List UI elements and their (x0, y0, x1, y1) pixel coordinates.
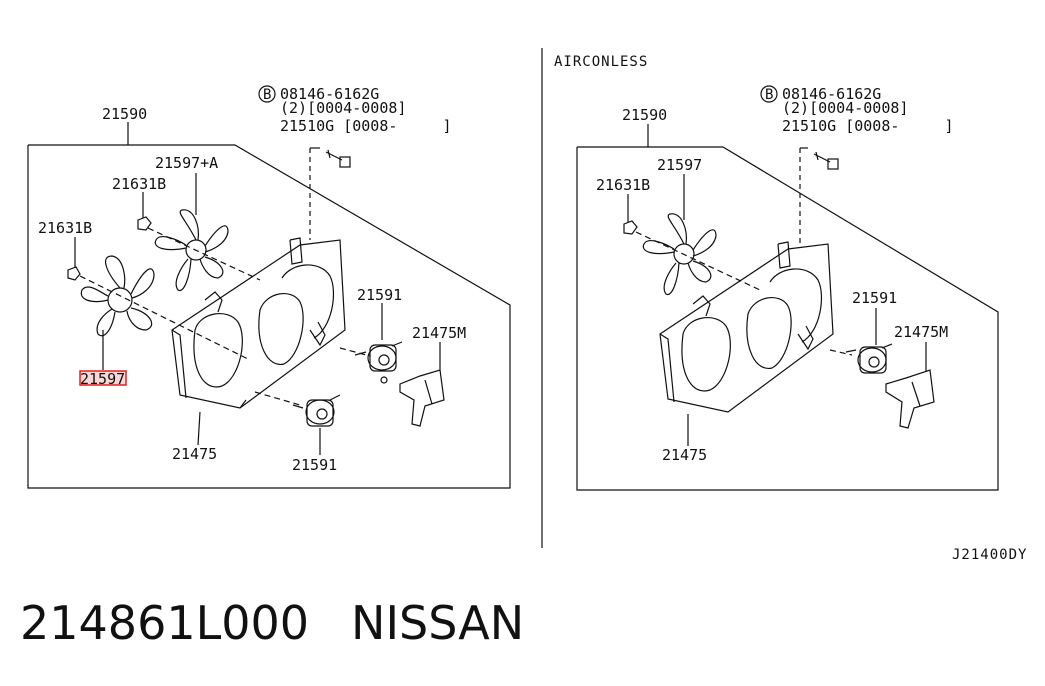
right-frame (576, 146, 999, 491)
left-frame (27, 144, 511, 489)
bolt-symbol-letter: B (263, 87, 272, 103)
label-fan-plus: 21597+A (155, 154, 218, 172)
right-diagram (576, 85, 999, 491)
label-motor: 21591 (852, 289, 897, 307)
fan-motor-icon (354, 341, 403, 384)
bracket-icon (399, 369, 445, 427)
label-bracket: 21475M (894, 323, 948, 341)
label-bracket: 21475M (412, 324, 466, 342)
nut-icon (67, 266, 81, 281)
bolt-symbol-letter: B (765, 87, 774, 103)
left-diagram (27, 85, 511, 489)
fan-blade-icon (80, 255, 155, 337)
diagram-code: J21400DY (952, 547, 1027, 563)
bolt-symbol-icon (760, 85, 778, 103)
bracket-icon (885, 369, 935, 429)
fan-blade-icon (642, 213, 717, 296)
fan-motor-icon (292, 394, 341, 427)
label-fan: 21597 (657, 156, 702, 174)
footer-brand: NISSAN (351, 596, 525, 650)
label-motor-lower: 21591 (292, 456, 337, 474)
bolt-symbol-icon (258, 85, 276, 103)
right-labels: AIRCONLESS B 08146-6162G (2)[0004-0008] … (554, 54, 954, 464)
label-bolt-code: 08146-6162G (280, 85, 379, 103)
bolt-icon (813, 151, 839, 170)
label-nut-upper: 21631B (112, 175, 166, 193)
right-diagram-title: AIRCONLESS (554, 54, 648, 70)
fan-shroud-icon (171, 237, 346, 409)
fan-blade-icon (154, 209, 229, 292)
footer-part-number: 214861L000 (20, 596, 310, 650)
label-motor-upper: 21591 (357, 286, 402, 304)
label-bolt-qty: (2)[0004-0008] (782, 99, 908, 117)
bolt-icon (325, 149, 351, 168)
label-bolt-alt: 21510G [0008- ] (782, 117, 954, 135)
highlight-box (79, 370, 127, 386)
label-bolt-qty: (2)[0004-0008] (280, 99, 406, 117)
fan-motor-icon (845, 343, 893, 374)
label-nut: 21631B (596, 176, 650, 194)
label-nut-lower: 21631B (38, 219, 92, 237)
label-bolt-alt: 21510G [0008- ] (280, 117, 452, 135)
label-fan-highlighted[interactable]: 21597 (80, 370, 125, 388)
label-shroud: 21475 (662, 446, 707, 464)
label-bolt-code: 08146-6162G (782, 85, 881, 103)
label-shroud: 21475 (172, 445, 217, 463)
nut-icon (623, 220, 638, 235)
label-assembly: 21590 (622, 106, 667, 124)
fan-shroud-icon (659, 241, 834, 413)
left-labels: 21590 B 08146-6162G (2)[0004-0008] 21510… (38, 85, 466, 474)
footer: 214861L000 NISSAN (20, 596, 566, 650)
label-assembly: 21590 (102, 105, 147, 123)
nut-icon (137, 216, 152, 231)
